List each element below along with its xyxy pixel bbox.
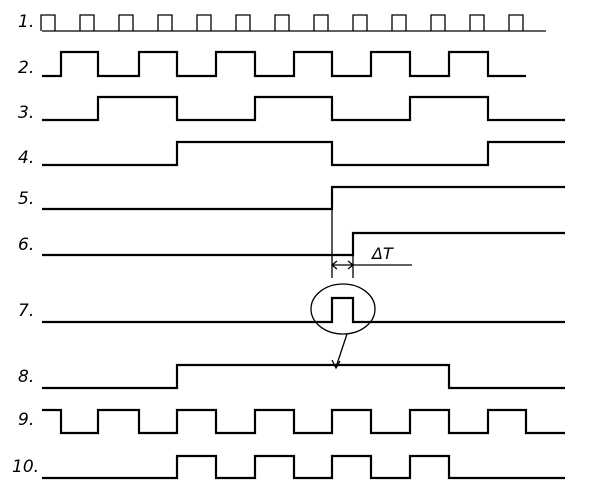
wave-8 [42, 363, 565, 390]
row-label-9: 9. [18, 410, 34, 430]
row-label-10: 10. [12, 457, 39, 477]
wave-3 [42, 95, 565, 122]
delta-t-dimension [330, 209, 412, 278]
row-label-1: 1. [18, 12, 34, 32]
row-label-3: 3. [18, 103, 34, 123]
row-label-4: 4. [18, 148, 34, 168]
delta-t-label: ΔT [370, 244, 394, 263]
wave-5 [42, 185, 565, 211]
pulse-highlight-circle [310, 283, 376, 335]
pointer-arrow [331, 333, 348, 370]
row-label-5: 5. [18, 189, 34, 209]
row-label-2: 2. [18, 58, 34, 78]
wave-2 [42, 50, 526, 78]
wave-6 [42, 231, 565, 257]
wave-9 [42, 408, 565, 435]
wave-10 [42, 454, 565, 480]
row-label-6: 6. [18, 235, 34, 255]
row-label-8: 8. [18, 367, 34, 387]
wave-1 [40, 14, 546, 32]
wave-7 [42, 296, 565, 324]
wave-4 [42, 140, 565, 167]
row-label-7: 7. [18, 301, 34, 321]
